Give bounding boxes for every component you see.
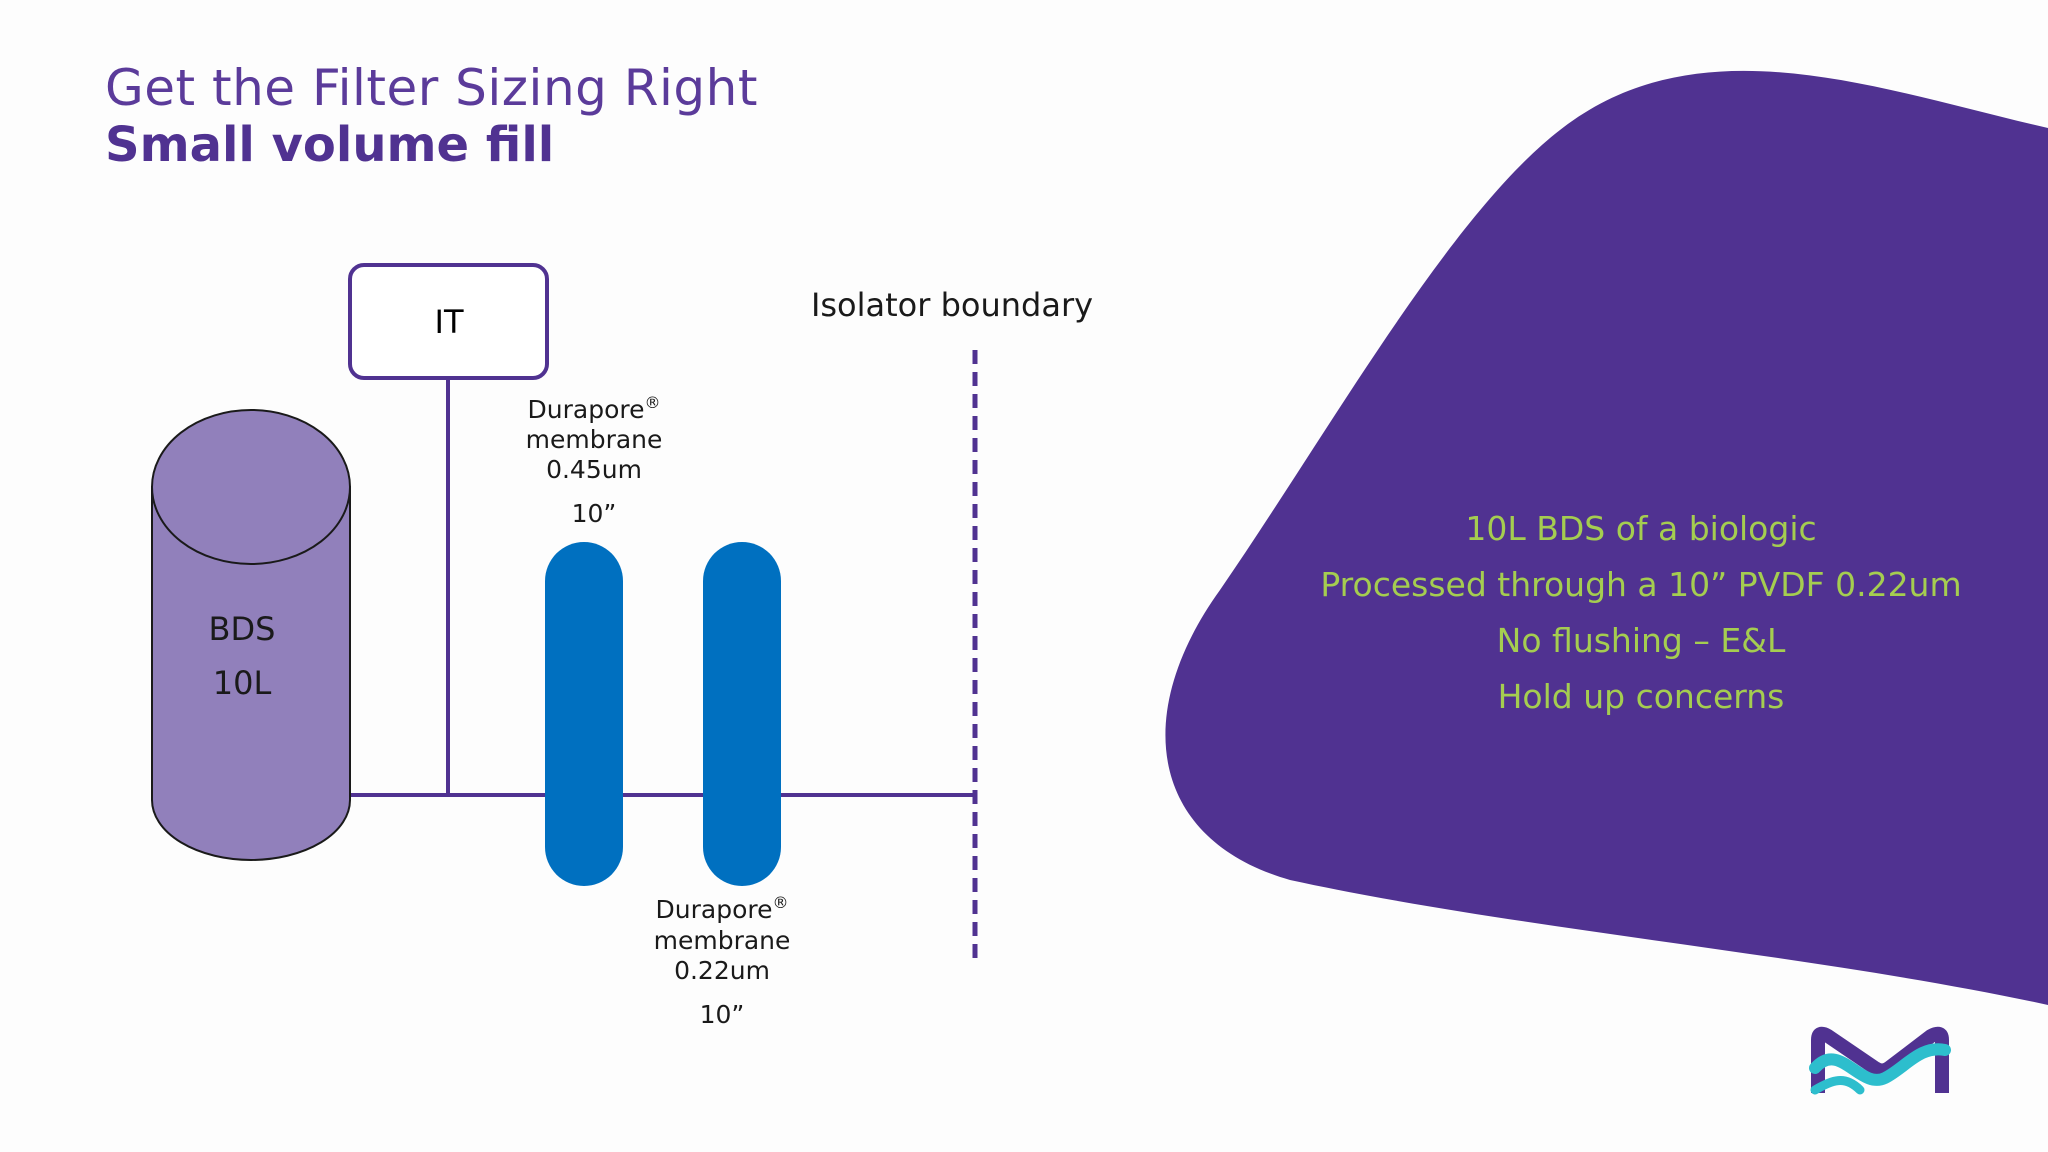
filter-1-capsule — [545, 542, 623, 886]
callout-line-1: 10L BDS of a biologic — [1465, 509, 1816, 548]
callout-text: 10L BDS of a biologic Processed through … — [1320, 509, 1961, 716]
filter-2-capsule — [703, 542, 781, 886]
bds-tank: BDS 10L — [151, 409, 351, 861]
filter-2-line3: 0.22um — [674, 956, 770, 985]
slide-title: Get the Filter Sizing Right — [105, 59, 758, 117]
filter-1-brand: Durapore — [528, 395, 645, 424]
tank-label-2: 10L — [213, 664, 272, 702]
filter-2-label: Durapore® membrane 0.22um 10” — [654, 893, 791, 1029]
svg-text:Durapore®: Durapore® — [656, 893, 789, 924]
filter-1-size: 10” — [572, 499, 617, 528]
filter-2-line2: membrane — [654, 926, 791, 955]
merck-m-logo — [1809, 1026, 1951, 1095]
filter-1-line2: membrane — [526, 425, 663, 454]
callout-line-4: Hold up concerns — [1498, 677, 1785, 716]
filter-2-reg: ® — [772, 893, 788, 912]
tank-label-1: BDS — [209, 610, 276, 648]
it-box — [348, 263, 549, 380]
callout-line-3: No flushing – E&L — [1497, 621, 1786, 660]
filter-2-brand: Durapore — [656, 895, 773, 924]
svg-text:Durapore®: Durapore® — [528, 393, 661, 424]
slide-subtitle: Small volume fill — [105, 117, 555, 173]
filter-1-reg: ® — [644, 393, 660, 412]
callout-blob — [1165, 70, 2048, 1005]
isolator-boundary-label: Isolator boundary — [811, 286, 1093, 324]
it-box-label: IT — [435, 303, 464, 341]
filter-2-size: 10” — [700, 1000, 745, 1029]
filter-1-label: Durapore® membrane 0.45um 10” — [526, 393, 663, 528]
filter-1-line3: 0.45um — [546, 455, 642, 484]
callout-line-2: Processed through a 10” PVDF 0.22um — [1320, 565, 1961, 604]
